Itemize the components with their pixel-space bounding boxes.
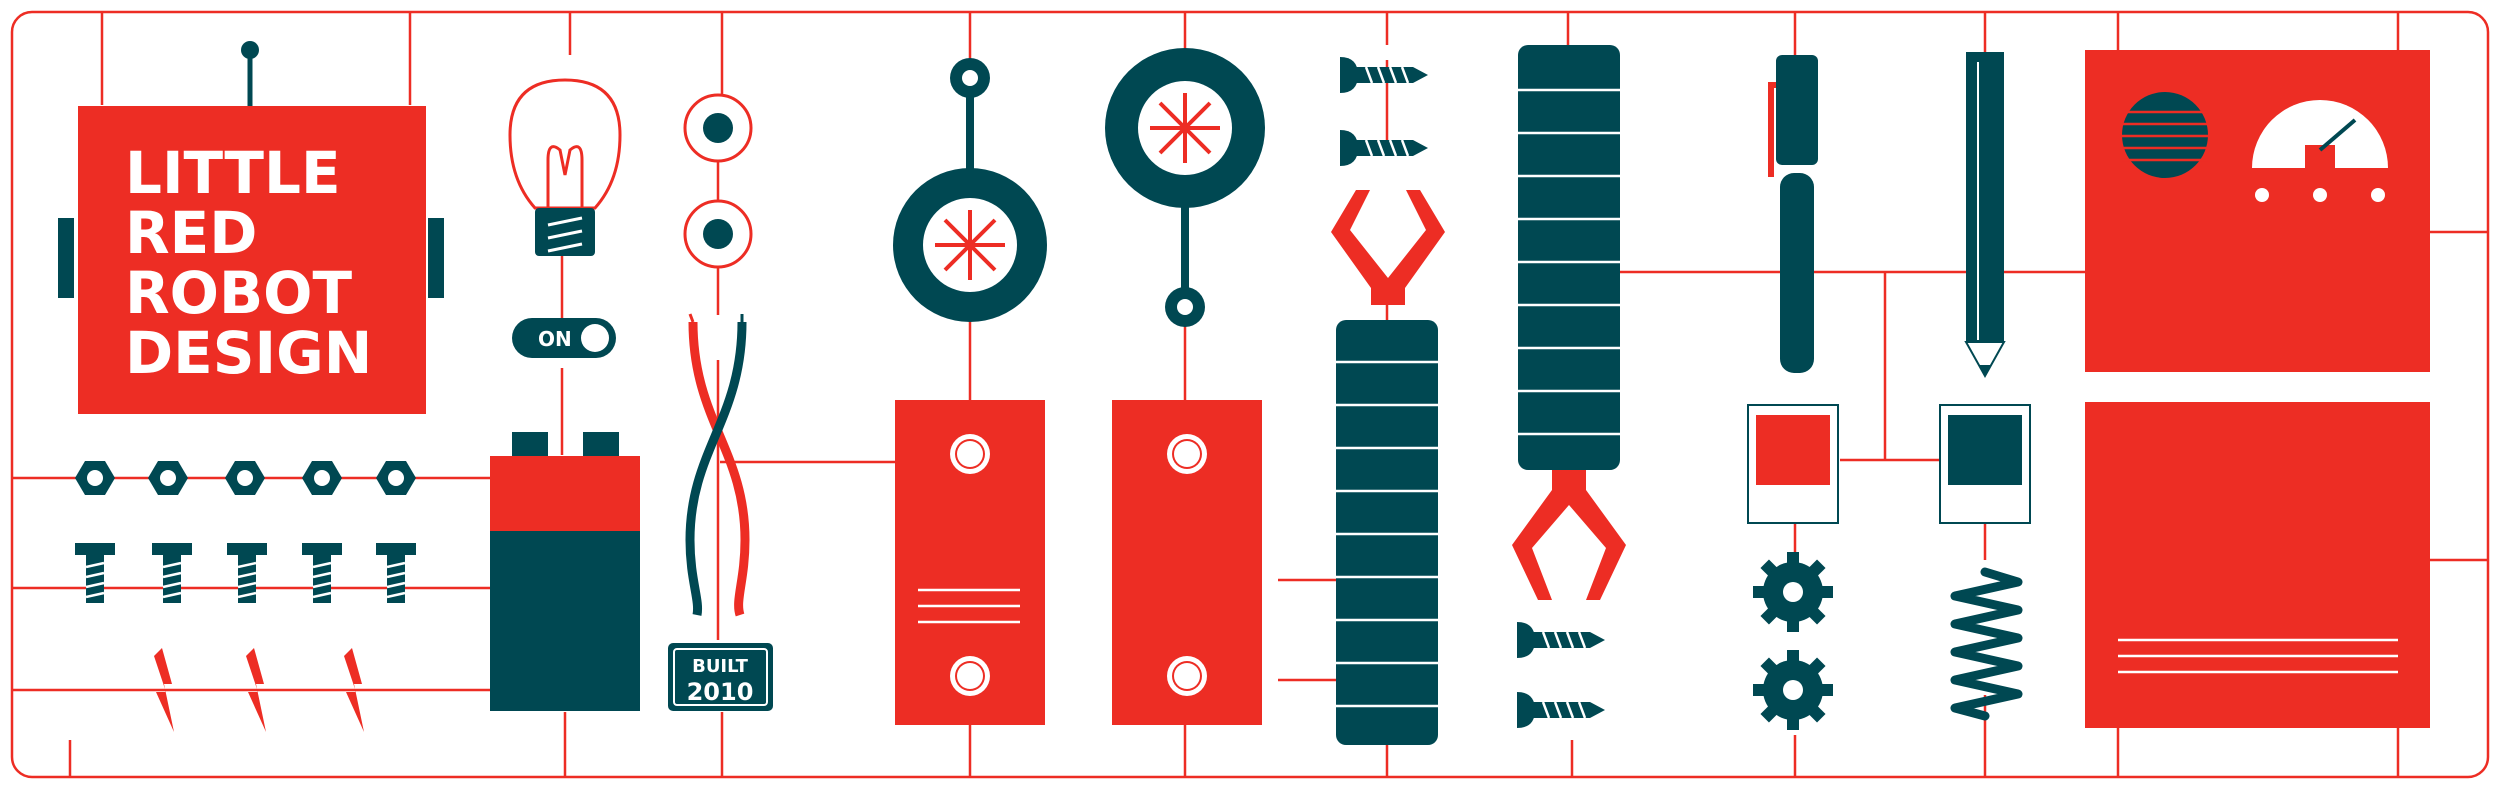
t-bolt-icon — [374, 541, 418, 605]
badge-line-2: 2010 — [687, 678, 754, 706]
logo-line-1: LITTLE — [125, 139, 341, 207]
gear-icon — [1753, 552, 1833, 632]
hex-nut-icon — [376, 461, 416, 495]
badge-line-1: BUILT — [692, 656, 749, 677]
built-badge: BUILT 2010 — [668, 643, 773, 711]
logo-line-3: ROBOT — [125, 259, 352, 327]
t-bolt-icon — [300, 541, 344, 605]
screw-icon — [1338, 128, 1430, 168]
t-bolts-row — [73, 541, 418, 605]
screw-icon — [1515, 690, 1607, 730]
wheel-arm-right — [1105, 48, 1265, 327]
photo-frame-red — [1747, 404, 1839, 524]
bracket-plate-left — [895, 400, 1045, 725]
switch-label: ON — [538, 327, 572, 351]
photo-frame-teal — [1939, 404, 2031, 524]
t-bolt-icon — [150, 541, 194, 605]
screw-icon — [1515, 620, 1607, 660]
claw-arm-left — [1331, 190, 1445, 745]
logo-line-4: DESIGN — [125, 319, 372, 387]
pencil-icon — [1964, 52, 2006, 379]
on-switch-toggle: ON — [512, 318, 616, 358]
battery-icon — [490, 432, 640, 711]
spring-icon — [1950, 567, 2023, 721]
speaker-panel — [2085, 402, 2430, 728]
claw-arm-right — [1512, 45, 1626, 600]
t-bolt-icon — [73, 541, 117, 605]
gear-icon — [1753, 650, 1833, 730]
twisted-wires-icon — [685, 313, 750, 617]
ring-terminal-icons — [683, 93, 753, 269]
logo-line-2: RED — [125, 199, 257, 267]
circuit-traces — [10, 10, 2490, 779]
screw-icon — [1338, 55, 1430, 95]
radio-device-icon — [2085, 50, 2430, 372]
robot-head-logo: LITTLE RED ROBOT DESIGN — [58, 41, 444, 414]
pen-icon — [1768, 55, 1818, 373]
hex-nut-icon — [302, 461, 342, 495]
hex-nut-icon — [225, 461, 265, 495]
hex-nut-icon — [148, 461, 188, 495]
light-bulb-icon — [508, 78, 622, 256]
wheel-arm-left — [893, 58, 1047, 322]
t-bolt-icon — [225, 541, 269, 605]
hex-nut-icon — [75, 461, 115, 495]
bracket-plate-right — [1112, 400, 1262, 725]
